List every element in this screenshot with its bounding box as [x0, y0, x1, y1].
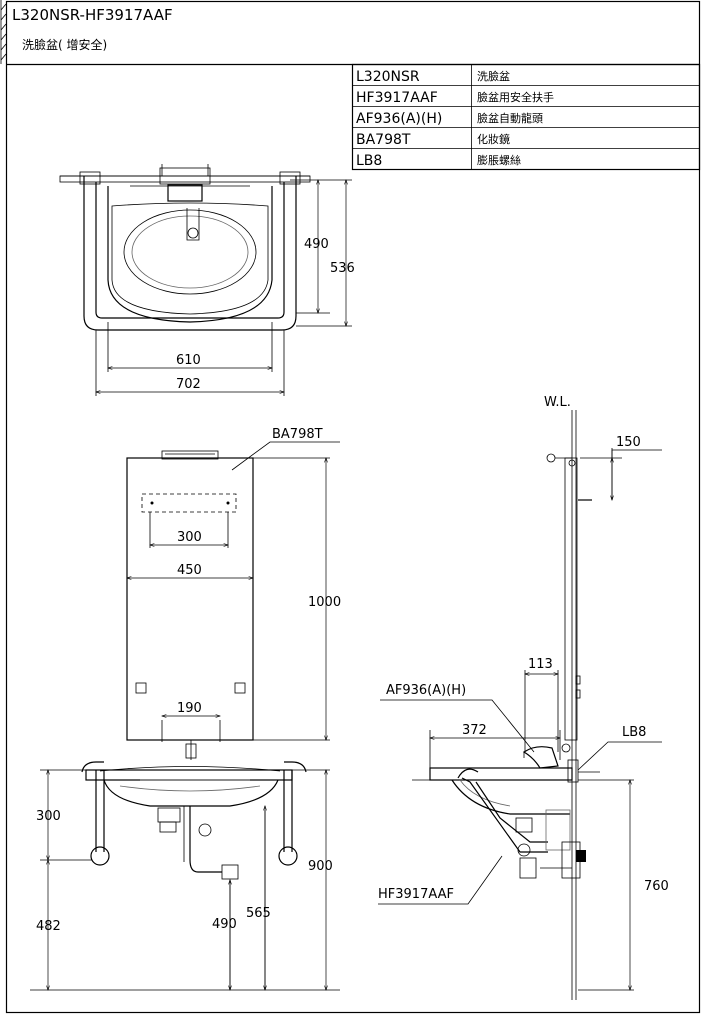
parts-row-1-code: HF3917AAF [356, 90, 438, 106]
dim-side-150: 150 [616, 435, 641, 450]
title-hatch-strip [0, 0, 7, 64]
dim-top-702: 702 [176, 377, 201, 392]
label-mirror: BA798T [272, 427, 323, 442]
label-faucet: AF936(A)(H) [386, 683, 466, 698]
dim-front-482: 482 [36, 919, 61, 934]
dim-front-490: 490 [212, 917, 237, 932]
parts-row-0-name: 洗臉盆 [477, 69, 510, 83]
model-subtitle: 洗臉盆( 增安全) [22, 37, 107, 52]
dim-front-300-left: 300 [36, 809, 61, 824]
dim-front-565: 565 [246, 906, 271, 921]
parts-row-1-name: 臉盆用安全扶手 [477, 90, 554, 104]
dim-front-1000: 1000 [308, 595, 341, 610]
dim-top-610: 610 [176, 353, 201, 368]
label-bolt: LB8 [622, 725, 646, 740]
dim-side-113: 113 [528, 657, 553, 672]
parts-row-2-code: AF936(A)(H) [356, 111, 442, 127]
dim-front-900: 900 [308, 859, 333, 874]
parts-row-3-name: 化妝鏡 [477, 132, 510, 146]
parts-row-4-code: LB8 [356, 153, 382, 169]
dim-top-536: 536 [330, 261, 355, 276]
label-water-level: W.L. [544, 395, 571, 410]
label-rail: HF3917AAF [378, 887, 454, 902]
front-view [30, 441, 340, 990]
dim-side-372: 372 [462, 723, 487, 738]
dim-front-300-top: 300 [177, 530, 202, 545]
side-view [378, 410, 662, 1000]
dim-front-450: 450 [177, 563, 202, 578]
dim-top-490: 490 [304, 237, 329, 252]
parts-table: L320NSR 洗臉盆 HF3917AAF 臉盆用安全扶手 AF936(A)(H… [351, 63, 701, 171]
parts-row-2-name: 臉盆自動龍頭 [477, 111, 543, 125]
parts-row-4-name: 膨脹螺絲 [477, 153, 521, 167]
model-title: L320NSR-HF3917AAF [12, 6, 173, 24]
parts-row-3-code: BA798T [356, 132, 411, 148]
dim-side-760: 760 [644, 879, 669, 894]
parts-row-0-code: L320NSR [356, 69, 420, 85]
outer-frame [5, 0, 701, 1014]
top-view [59, 164, 352, 396]
dim-front-190: 190 [177, 701, 202, 716]
